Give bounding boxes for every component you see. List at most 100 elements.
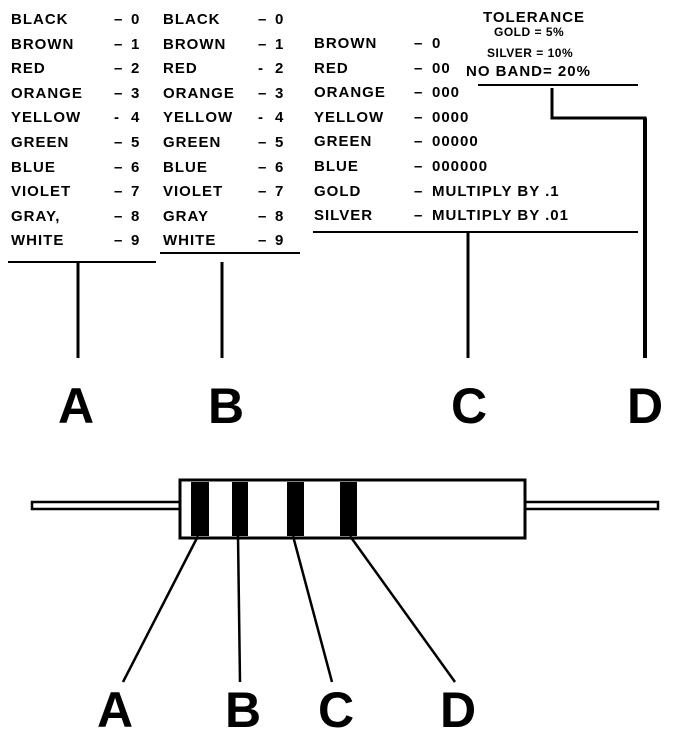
- code-separator: –: [414, 84, 424, 102]
- leader-c-bottom: [291, 535, 334, 683]
- code-separator: –: [114, 232, 124, 250]
- code-name: GREEN: [314, 133, 373, 151]
- code-name: RED: [163, 60, 198, 78]
- code-value: 6: [275, 158, 285, 176]
- code-separator: –: [414, 182, 424, 200]
- code-value: 4: [275, 109, 285, 127]
- code-separator: –: [114, 183, 124, 201]
- code-name: BLUE: [163, 158, 208, 176]
- band-label-b-top: B: [208, 378, 245, 434]
- code-value: MULTIPLY BY .01: [432, 207, 569, 225]
- code-separator: –: [414, 35, 424, 52]
- code-name: GREEN: [163, 134, 222, 151]
- tolerance-silver: SILVER = 10%: [487, 46, 574, 60]
- code-value: 0: [131, 11, 141, 28]
- code-name: BLUE: [11, 158, 56, 176]
- code-value: 0: [275, 11, 285, 28]
- code-separator: –: [258, 232, 268, 250]
- band-label-d-top: D: [627, 378, 664, 434]
- code-value: 1: [131, 35, 141, 53]
- code-name: BROWN: [314, 35, 378, 52]
- code-name: WHITE: [11, 232, 65, 250]
- code-value: 2: [131, 60, 141, 78]
- code-value: 2: [275, 60, 285, 78]
- code-value: 7: [275, 183, 285, 201]
- code-separator: –: [414, 207, 424, 225]
- code-value: 4: [131, 109, 141, 127]
- band-label-a-top: A: [58, 378, 95, 434]
- code-separator: -: [258, 109, 264, 127]
- code-value: 000000: [432, 158, 489, 175]
- code-value: 9: [275, 232, 285, 250]
- column-c-underline: [313, 231, 638, 233]
- leader-d-bottom: [348, 535, 457, 683]
- code-name: SILVER: [314, 207, 374, 225]
- code-separator: –: [114, 158, 124, 176]
- code-value: 8: [275, 207, 285, 225]
- code-value: 1: [275, 35, 285, 53]
- tolerance-underline: [478, 84, 638, 86]
- band-c: [287, 482, 304, 536]
- code-name: BLACK: [163, 11, 221, 28]
- band-label-b-bottom: B: [225, 682, 262, 738]
- code-value: 3: [275, 84, 285, 102]
- code-name: RED: [11, 60, 46, 78]
- leader-b-bottom: [236, 535, 242, 683]
- code-separator: –: [114, 60, 124, 78]
- band-b: [232, 482, 248, 536]
- code-name: YELLOW: [163, 109, 234, 127]
- code-separator: -: [114, 109, 120, 127]
- code-separator: –: [114, 207, 124, 225]
- code-separator: –: [414, 59, 424, 77]
- code-name: ORANGE: [163, 84, 235, 102]
- code-separator: –: [258, 158, 268, 176]
- code-separator: –: [414, 108, 424, 126]
- code-value: 5: [275, 134, 285, 151]
- code-value: 9: [131, 232, 141, 250]
- code-name: YELLOW: [11, 109, 82, 127]
- code-name: BLACK: [11, 11, 69, 28]
- code-separator: –: [114, 11, 124, 28]
- code-separator: –: [258, 35, 268, 53]
- code-value: 0000: [432, 108, 470, 126]
- resistor-lead-right: [523, 500, 660, 511]
- code-name: VIOLET: [163, 183, 224, 201]
- code-name: GRAY,: [11, 207, 61, 225]
- code-name: RED: [314, 59, 349, 77]
- code-separator: –: [414, 158, 424, 175]
- code-name: VIOLET: [11, 183, 72, 201]
- code-name: BLUE: [314, 158, 359, 175]
- code-name: YELLOW: [314, 108, 385, 126]
- code-name: BROWN: [163, 35, 227, 53]
- tolerance-title: TOLERANCE: [483, 9, 586, 26]
- code-value: 00000: [432, 133, 479, 151]
- code-value: 0: [432, 35, 442, 52]
- column-b-underline: [160, 252, 300, 254]
- code-value: 7: [131, 183, 141, 201]
- code-value: 00: [432, 59, 451, 77]
- code-value: 5: [131, 134, 141, 151]
- code-separator: –: [114, 134, 124, 151]
- code-separator: –: [258, 11, 268, 28]
- code-separator: –: [414, 133, 424, 151]
- code-separator: -: [258, 60, 264, 78]
- column-a-underline: [8, 261, 156, 263]
- code-separator: –: [258, 207, 268, 225]
- band-label-d-bottom: D: [440, 682, 477, 738]
- tolerance-gold: GOLD = 5%: [494, 25, 565, 39]
- code-value: 8: [131, 207, 141, 225]
- code-separator: –: [114, 35, 124, 53]
- code-value: 3: [131, 84, 141, 102]
- leader-a-bottom: [121, 535, 200, 683]
- code-name: GOLD: [314, 182, 362, 200]
- code-name: GREEN: [11, 134, 70, 151]
- code-value: 6: [131, 158, 141, 176]
- code-separator: –: [258, 84, 268, 102]
- code-separator: –: [258, 134, 268, 151]
- code-value: MULTIPLY BY .1: [432, 182, 560, 200]
- code-separator: –: [258, 183, 268, 201]
- code-name: BROWN: [11, 35, 75, 53]
- band-label-c-bottom: C: [318, 682, 355, 738]
- resistor-lead-left: [30, 500, 182, 511]
- band-label-a-bottom: A: [97, 682, 134, 738]
